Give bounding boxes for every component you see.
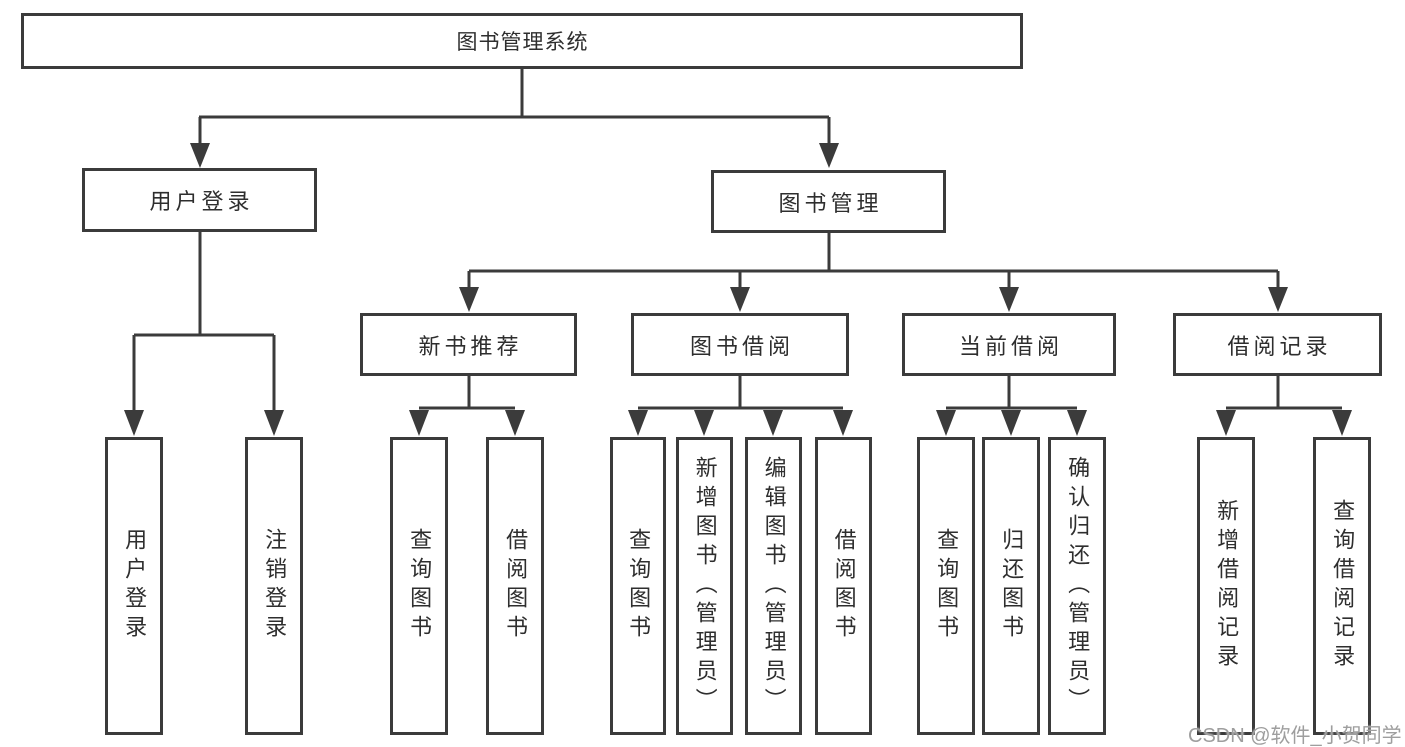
leaf-query-borrow-record: 查询借阅记录: [1313, 437, 1371, 735]
node-library-management-system: 图书管理系统: [21, 13, 1023, 69]
leaf-query-books-borrowing: 查询图书: [610, 437, 666, 735]
node-label: 图书管理: [778, 190, 883, 216]
leaf-user-login: 用户登录: [105, 437, 163, 735]
node-label: 图书管理系统: [456, 31, 589, 54]
node-new-book-recommendation: 新书推荐: [360, 313, 577, 376]
node-borrowing-records: 借阅记录: [1173, 313, 1382, 376]
node-label: 图书借阅: [689, 333, 794, 359]
leaf-label: 归还图书: [999, 528, 1025, 644]
leaf-label: 查询借阅记录: [1330, 499, 1356, 673]
leaf-label: 编辑图书（管理员）: [761, 455, 787, 717]
leaf-label: 注销登录: [262, 528, 288, 644]
node-label: 新书推荐: [418, 333, 523, 359]
leaf-label: 新增图书（管理员）: [692, 455, 718, 717]
leaf-label: 查询图书: [934, 528, 960, 644]
leaf-label: 用户登录: [122, 528, 148, 644]
leaf-label: 借阅图书: [503, 528, 529, 644]
leaf-add-borrow-record: 新增借阅记录: [1197, 437, 1255, 735]
leaf-borrow-books-recommend: 借阅图书: [486, 437, 544, 735]
leaf-add-book-admin: 新增图书（管理员）: [676, 437, 733, 735]
node-book-borrowing: 图书借阅: [631, 313, 849, 376]
leaf-confirm-return-admin: 确认归还（管理员）: [1048, 437, 1106, 735]
leaf-label: 借阅图书: [831, 528, 857, 644]
leaf-label: 查询图书: [626, 528, 652, 644]
node-label: 借阅记录: [1227, 333, 1332, 359]
leaf-query-books-current: 查询图书: [917, 437, 975, 735]
leaf-logout: 注销登录: [245, 437, 303, 735]
node-label: 用户登录: [149, 189, 254, 214]
node-label: 当前借阅: [958, 333, 1063, 359]
node-book-management: 图书管理: [711, 170, 946, 233]
leaf-label: 查询图书: [407, 528, 433, 644]
leaf-edit-book-admin: 编辑图书（管理员）: [745, 437, 802, 735]
leaf-label: 新增借阅记录: [1214, 499, 1240, 673]
leaf-return-book: 归还图书: [982, 437, 1040, 735]
node-user-login: 用户登录: [82, 168, 317, 232]
csdn-watermark: CSDN @软件_小贺同学: [1188, 725, 1402, 747]
leaf-label: 确认归还（管理员）: [1065, 455, 1091, 717]
node-current-borrowing: 当前借阅: [902, 313, 1116, 376]
leaf-borrow-books-borrowing: 借阅图书: [815, 437, 872, 735]
leaf-query-books-recommend: 查询图书: [390, 437, 448, 735]
